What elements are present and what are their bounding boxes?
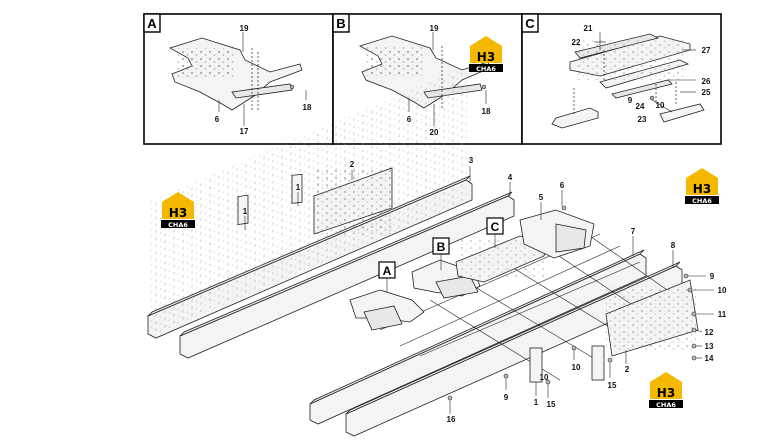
callout-15-right: 15	[608, 381, 617, 390]
brand-logo-icon: H3 CHA6	[685, 168, 719, 205]
logo-sub-text: CHA6	[168, 221, 188, 229]
panel-a-letter: A	[147, 16, 157, 31]
callout-9-lower: 9	[504, 393, 509, 402]
panel-c-callout-10: 10	[656, 101, 665, 110]
callout-1-left: 1	[243, 207, 248, 216]
bracket-1-left	[237, 194, 249, 226]
panel-b-letter: B	[336, 16, 345, 31]
logo-main-text: H3	[657, 386, 675, 400]
main-callouts: 2 3 4 5 6 7 8 9 10 11 12 13 14 1 1 1 9 1…	[243, 156, 727, 424]
panel-c: C 21 22 27 26 25 9 24 10 23	[521, 13, 722, 145]
detail-marker-a: A	[378, 261, 396, 292]
crossmember-detail-a	[349, 289, 425, 331]
panel-a: A 19 18 6 17	[143, 13, 334, 145]
crossmember-detail-b	[411, 259, 481, 299]
panel-a-callout-18: 18	[303, 103, 312, 112]
splice-plate-2	[313, 167, 393, 235]
bracket-1-mid	[291, 173, 303, 204]
side-rail-4	[179, 191, 515, 359]
detail-marker-b: B	[432, 237, 450, 270]
crossmember-5	[519, 209, 595, 259]
callout-10-mid: 10	[572, 363, 581, 372]
logo-main-text: H3	[477, 50, 495, 64]
panel-c-callout-25: 25	[702, 88, 711, 97]
splice-plate-2-rear	[605, 279, 699, 357]
panel-c-crossmember	[551, 33, 705, 129]
panel-a-callout-19: 19	[240, 24, 249, 33]
callout-2-rear: 2	[625, 365, 630, 374]
brand-logo-icon: H3 CHA6	[469, 36, 503, 73]
panel-c-letter: C	[525, 16, 535, 31]
callout-5: 5	[539, 193, 544, 202]
callout-16: 16	[447, 415, 456, 424]
bracket-1-lower	[529, 345, 605, 383]
panel-c-callout-9: 9	[628, 96, 633, 105]
panel-c-callout-22: 22	[572, 38, 581, 47]
bolt-stack-right	[447, 205, 697, 401]
panel-c-callout-23: 23	[638, 115, 647, 124]
leader-lines	[244, 166, 714, 414]
detail-marker-c-letter: C	[491, 220, 500, 234]
panel-a-crossmember	[168, 37, 303, 111]
callout-1-lower: 1	[534, 398, 539, 407]
brand-logo-icon: H3 CHA6	[649, 372, 683, 409]
callout-7: 7	[631, 227, 636, 236]
logo-main-text: H3	[693, 182, 711, 196]
callout-11: 11	[718, 310, 727, 319]
brand-logo-icon: H3 CHA6	[161, 192, 195, 229]
callout-10-right: 10	[718, 286, 727, 295]
callout-13: 13	[705, 342, 714, 351]
detail-marker-a-letter: A	[383, 264, 392, 278]
logo-sub-text: CHA6	[476, 65, 496, 73]
callout-8: 8	[671, 241, 676, 250]
panel-c-callout-26: 26	[702, 77, 711, 86]
detail-marker-b-letter: B	[437, 240, 446, 254]
panel-a-callout-17: 17	[240, 127, 249, 136]
callout-4: 4	[508, 173, 513, 182]
logo-main-text: H3	[169, 206, 187, 220]
callout-2-top: 2	[350, 160, 355, 169]
callout-9-right: 9	[710, 272, 715, 281]
callout-6: 6	[560, 181, 565, 190]
logo-sub-text: CHA6	[656, 401, 676, 409]
lower-rail-front	[309, 249, 647, 425]
panel-c-callout-24: 24	[636, 102, 645, 111]
logo-sub-text: CHA6	[692, 197, 712, 205]
callout-10-lower: 10	[540, 373, 549, 382]
panel-c-callout-21: 21	[584, 24, 593, 33]
panel-b-callout-18: 18	[482, 107, 491, 116]
panel-c-callout-27: 27	[702, 46, 711, 55]
callout-15-left: 15	[547, 400, 556, 409]
detail-marker-c: C	[486, 217, 504, 248]
callout-12: 12	[705, 328, 714, 337]
callout-3: 3	[469, 156, 474, 165]
callout-1-upper: 1	[296, 183, 301, 192]
panel-b-callout-19: 19	[430, 24, 439, 33]
callout-14: 14	[705, 354, 714, 363]
panel-a-callout-6: 6	[215, 115, 220, 124]
